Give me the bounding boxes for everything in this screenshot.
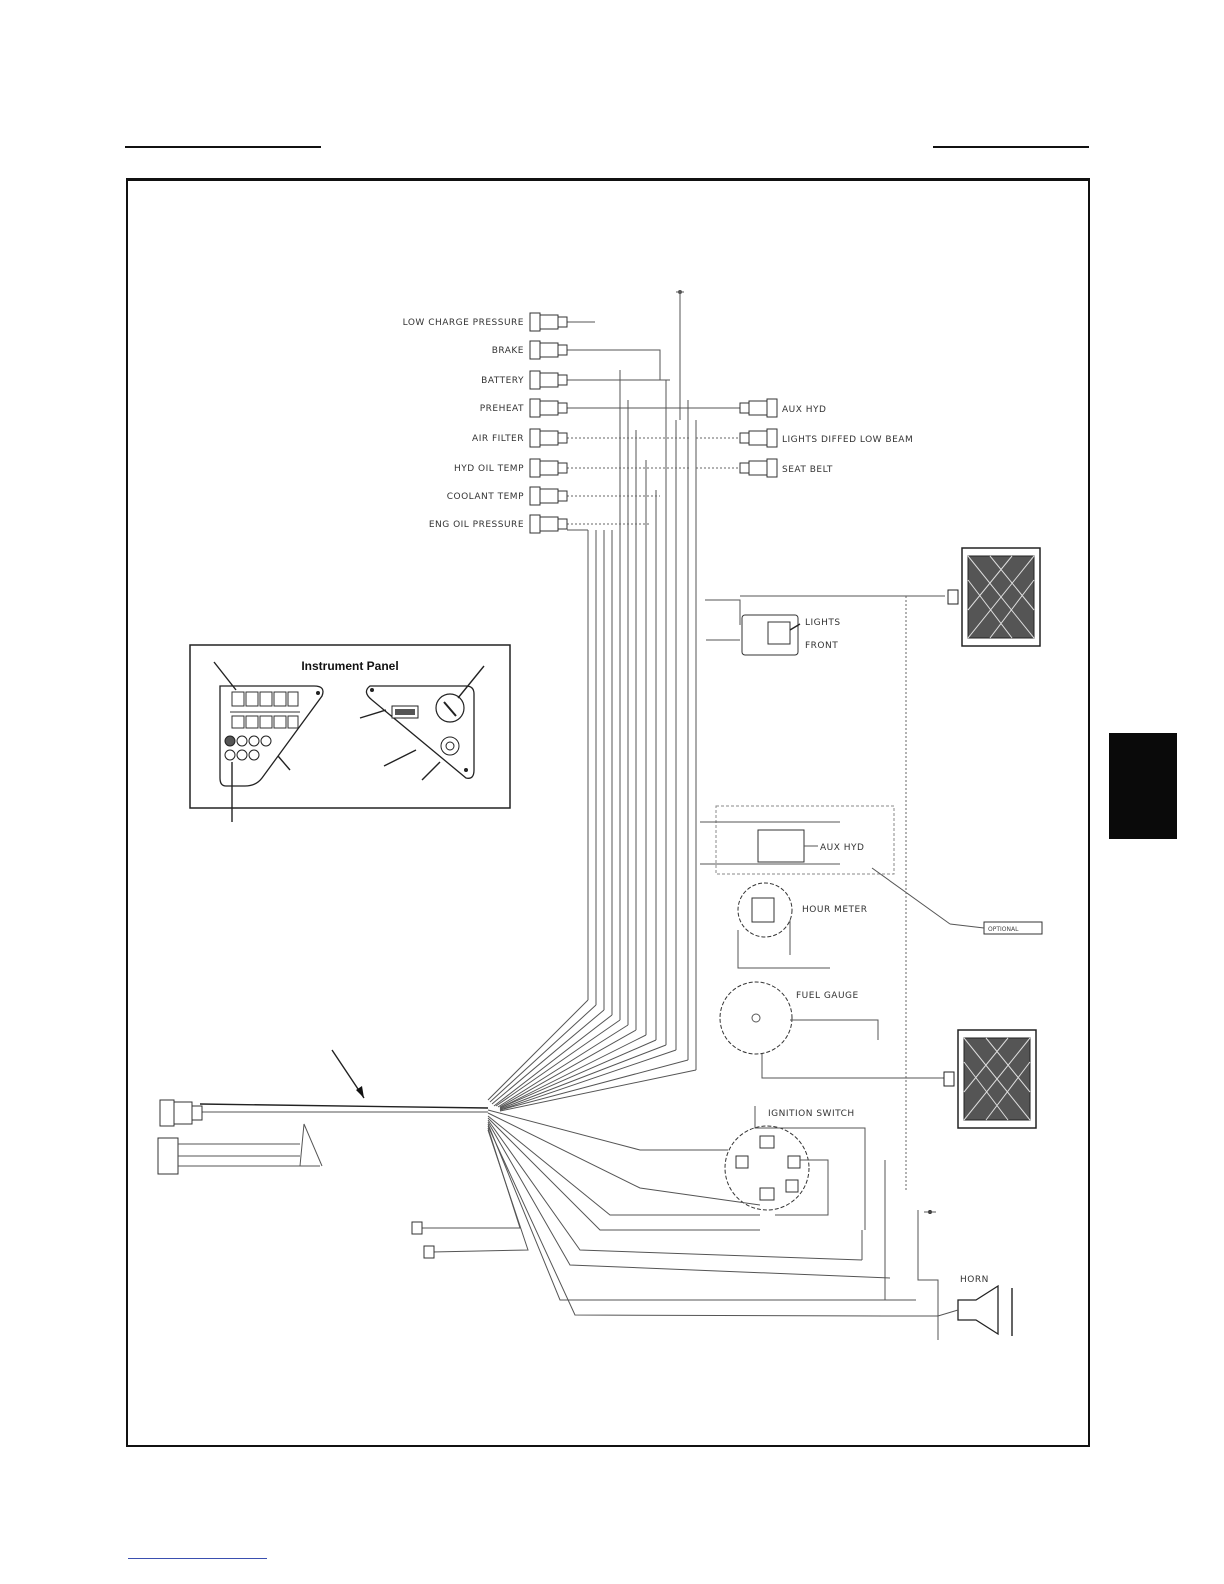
left-connector-wires: [567, 322, 740, 530]
hour-meter: HOUR METER: [738, 883, 867, 968]
main-harness-left: [160, 1050, 488, 1126]
lights-connector: LIGHTS DIFFED LOW BEAM: [740, 429, 913, 447]
seat-belt-label: SEAT BELT: [782, 465, 833, 475]
eng-oil-pressure-connector: ENG OIL PRESSURE: [429, 515, 567, 533]
horn: HORN: [885, 1275, 1012, 1336]
instrument-panel-title: Instrument Panel: [301, 659, 398, 673]
lights-diffed-low-beam-label: LIGHTS DIFFED LOW BEAM: [782, 435, 913, 445]
low-charge-pressure-label: LOW CHARGE PRESSURE: [403, 318, 524, 328]
right-connector-row: AUX HYD LIGHTS DIFFED LOW BEAM SEAT BELT: [696, 399, 913, 477]
optional-tag: OPTIONAL: [950, 922, 1042, 934]
aux-hyd-switch-label: AUX HYD: [820, 843, 864, 853]
front-label: FRONT: [805, 641, 838, 651]
top-lead: [676, 290, 684, 420]
hour-meter-label: HOUR METER: [802, 905, 867, 915]
seat-belt-connector: SEAT BELT: [740, 459, 833, 477]
fuel-gauge-label: FUEL GAUGE: [796, 991, 859, 1001]
battery-label: BATTERY: [481, 376, 524, 386]
air-filter-connector: AIR FILTER: [472, 429, 567, 447]
brake-connector: BRAKE: [492, 341, 567, 359]
aux-hyd-label: AUX HYD: [782, 405, 826, 415]
horn-label: HORN: [960, 1275, 989, 1285]
low-charge-pressure-connector: LOW CHARGE PRESSURE: [403, 313, 567, 331]
preheat-label: PREHEAT: [480, 404, 524, 414]
pigtail-connector: [158, 1124, 322, 1174]
lights-label: LIGHTS: [805, 618, 841, 628]
harness-fan: [420, 1000, 916, 1316]
ignition-switch: IGNITION SWITCH: [725, 1106, 865, 1230]
headlight-lower: [944, 1030, 1036, 1128]
air-filter-label: AIR FILTER: [472, 434, 524, 444]
brake-label: BRAKE: [492, 346, 524, 356]
lights-front-switch: LIGHTS FRONT: [696, 560, 945, 1190]
hyd-oil-temp-label: HYD OIL TEMP: [454, 464, 524, 474]
optional-label: OPTIONAL: [988, 926, 1019, 933]
instrument-panel-inset: Instrument Panel: [190, 645, 510, 822]
battery-connector: BATTERY: [481, 371, 567, 389]
lower-small-connectors: [412, 1222, 434, 1258]
horn-wiring: [862, 1160, 938, 1340]
eng-oil-pressure-label: ENG OIL PRESSURE: [429, 520, 524, 530]
fuel-gauge: FUEL GAUGE: [720, 982, 946, 1078]
hyd-oil-temp-connector: HYD OIL TEMP: [454, 459, 567, 477]
aux-hyd-connector: AUX HYD: [740, 399, 826, 417]
coolant-temp-connector: COOLANT TEMP: [447, 487, 567, 505]
headlight-upper: [948, 548, 1040, 646]
main-harness-trunk: [588, 370, 696, 1070]
ignition-switch-label: IGNITION SWITCH: [768, 1109, 855, 1119]
left-connector-row: LOW CHARGE PRESSURE BRAKE BATTERY PREHEA…: [403, 313, 567, 533]
preheat-connector: PREHEAT: [480, 399, 567, 417]
coolant-temp-label: COOLANT TEMP: [447, 492, 524, 502]
